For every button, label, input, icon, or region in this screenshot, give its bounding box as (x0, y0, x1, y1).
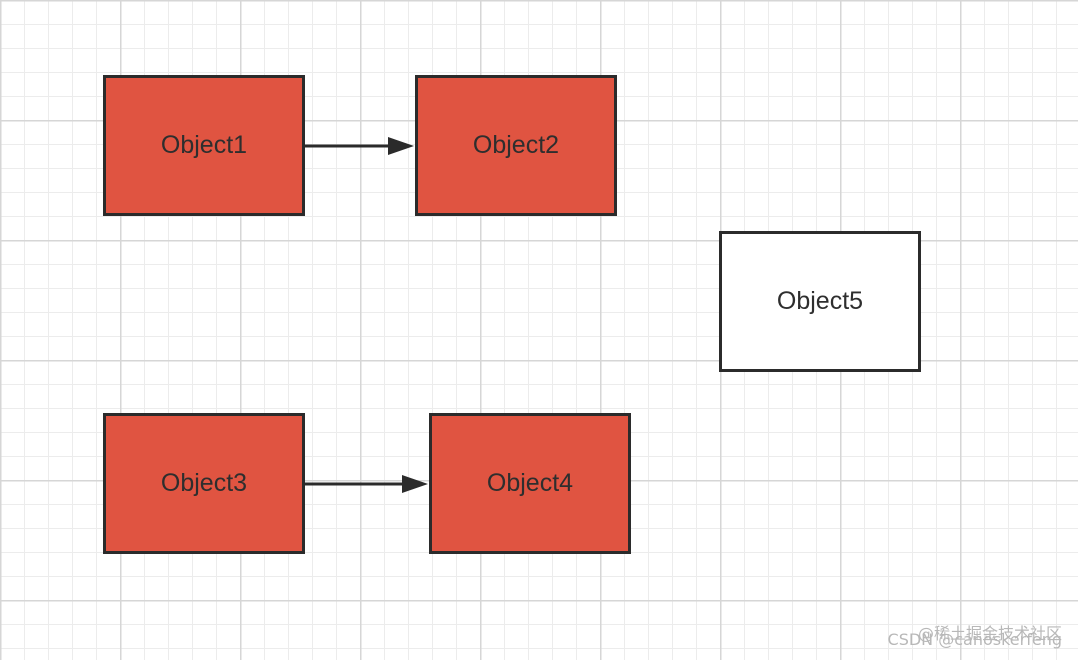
object1-label: Object1 (160, 131, 248, 159)
object3-node[interactable]: Object3 (103, 413, 305, 554)
object4-label: Object4 (486, 469, 574, 497)
object5-node[interactable]: Object5 (719, 231, 921, 372)
object2-label: Object2 (472, 131, 560, 159)
object4-node[interactable]: Object4 (429, 413, 631, 554)
object5-label: Object5 (776, 287, 864, 315)
object3-label: Object3 (160, 469, 248, 497)
object1-node[interactable]: Object1 (103, 75, 305, 216)
object2-node[interactable]: Object2 (415, 75, 617, 216)
